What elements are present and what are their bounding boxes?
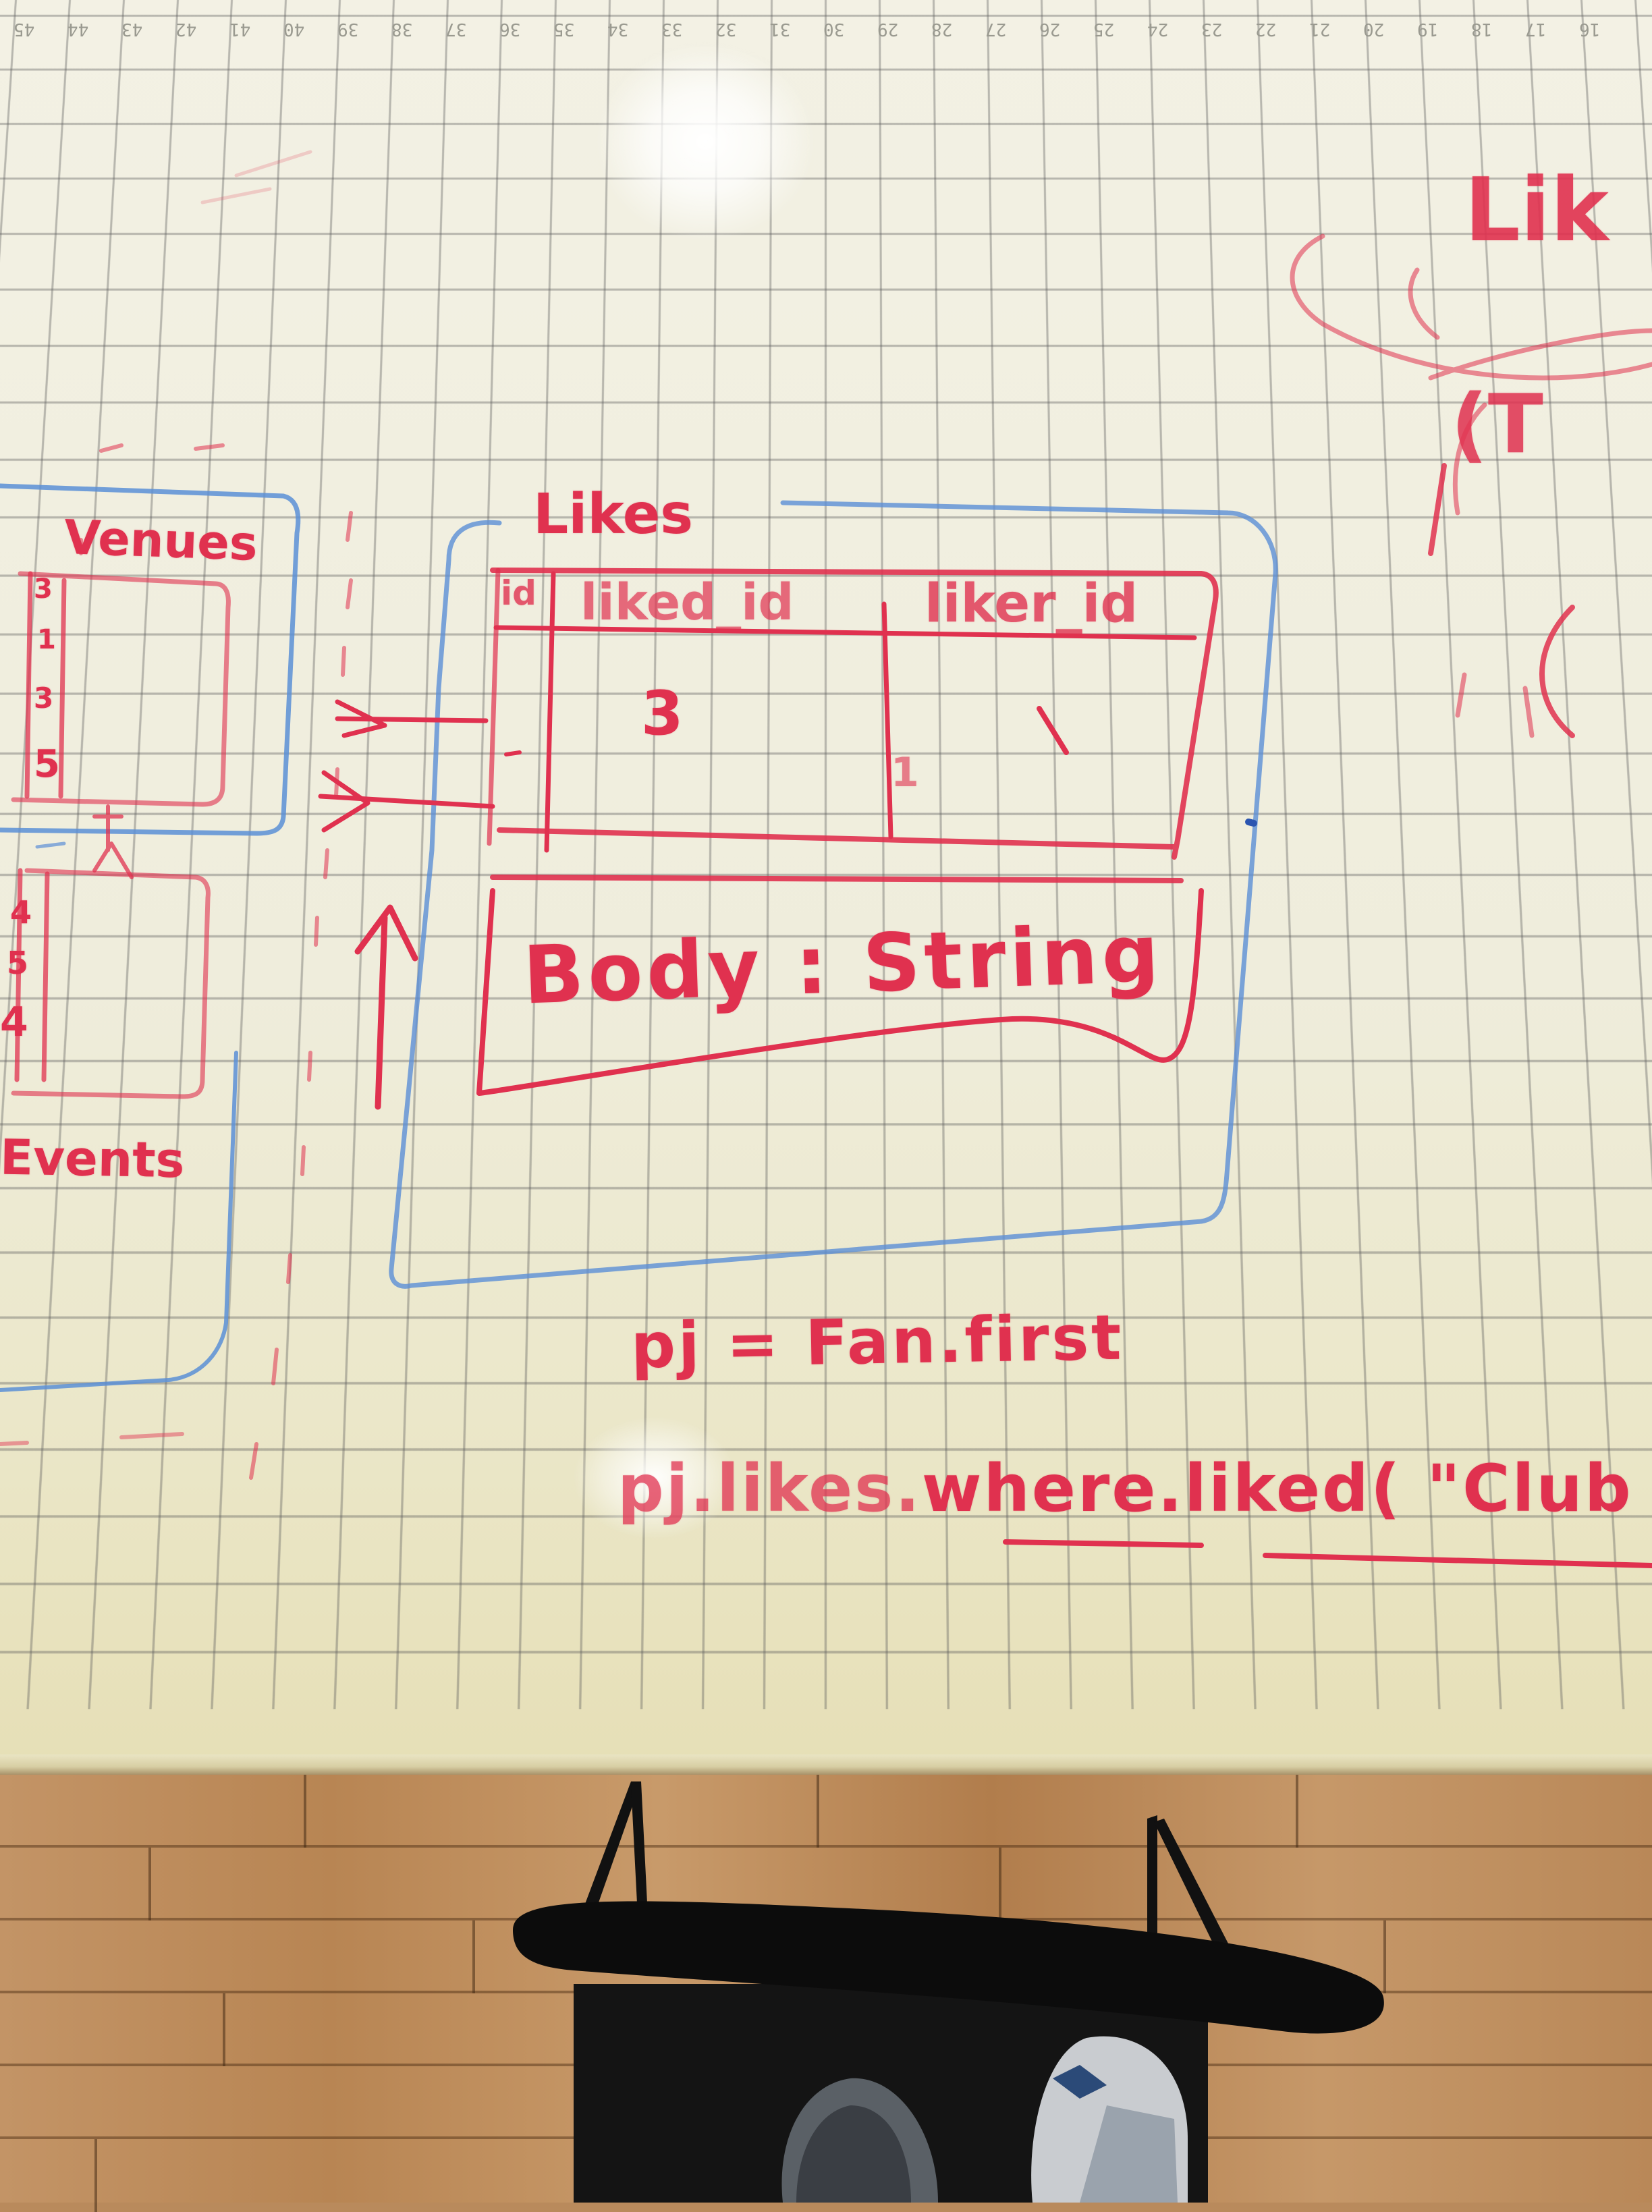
likes-label: Likes <box>533 482 693 547</box>
right-blue-dot <box>1248 822 1254 823</box>
likes-dash <box>506 752 520 754</box>
venue-id-1: 3 <box>34 574 53 605</box>
venue-id-4: 5 <box>34 742 60 786</box>
code-line-1: pj = Fan.first <box>630 1302 1124 1383</box>
blue-outline-events <box>0 1053 236 1390</box>
right-fragment-t: (T <box>1451 378 1543 472</box>
likes-col-divider-1 <box>547 574 553 850</box>
arrow-liked <box>337 702 486 736</box>
event-id-3: 4 <box>0 999 28 1046</box>
likes-col-liker-id: liker_id <box>925 574 1138 634</box>
code-liked: liked <box>1184 1451 1371 1526</box>
right-fragment-shape <box>1292 236 1652 736</box>
likes-left-wall <box>489 570 498 844</box>
code-where: where <box>922 1451 1158 1526</box>
event-id-2: 5 <box>7 945 28 981</box>
venues-label: Venues <box>63 509 258 572</box>
events-label: Events <box>0 1129 185 1189</box>
liked-underline <box>1265 1555 1652 1566</box>
blue-outline-likes <box>391 503 1275 1286</box>
arrow-liker <box>321 773 493 830</box>
code-line-2-start: pj.likes. <box>617 1451 922 1526</box>
code-club: ( "Club <box>1371 1451 1633 1526</box>
likes-col-divider-2 <box>884 604 891 837</box>
likes-col-liked-id: liked_id <box>580 574 794 632</box>
likes-tick <box>1039 709 1066 752</box>
venue-id-2: 1 <box>37 624 56 655</box>
code-dot: . <box>1157 1451 1184 1526</box>
likes-cell-liked-value: 3 <box>641 678 684 749</box>
code-line-2: pj.likes.where.liked( "Club <box>617 1451 1633 1526</box>
venue-id-3: 3 <box>34 682 53 715</box>
right-fragment-2 <box>1431 466 1572 736</box>
faint-top-stroke <box>202 152 310 202</box>
right-fragment-lik: Lik <box>1464 159 1609 261</box>
likes-cell-liker-value: 1 <box>891 749 919 796</box>
venue-event-link <box>94 806 132 877</box>
arrow-up <box>358 908 415 1107</box>
dash-bottom <box>0 1434 182 1444</box>
dashed-separator <box>81 445 351 1478</box>
likes-col-id: id <box>501 574 536 613</box>
where-underline <box>1006 1542 1201 1545</box>
event-id-1: 4 <box>10 894 32 931</box>
venue-event-dash <box>37 844 64 847</box>
